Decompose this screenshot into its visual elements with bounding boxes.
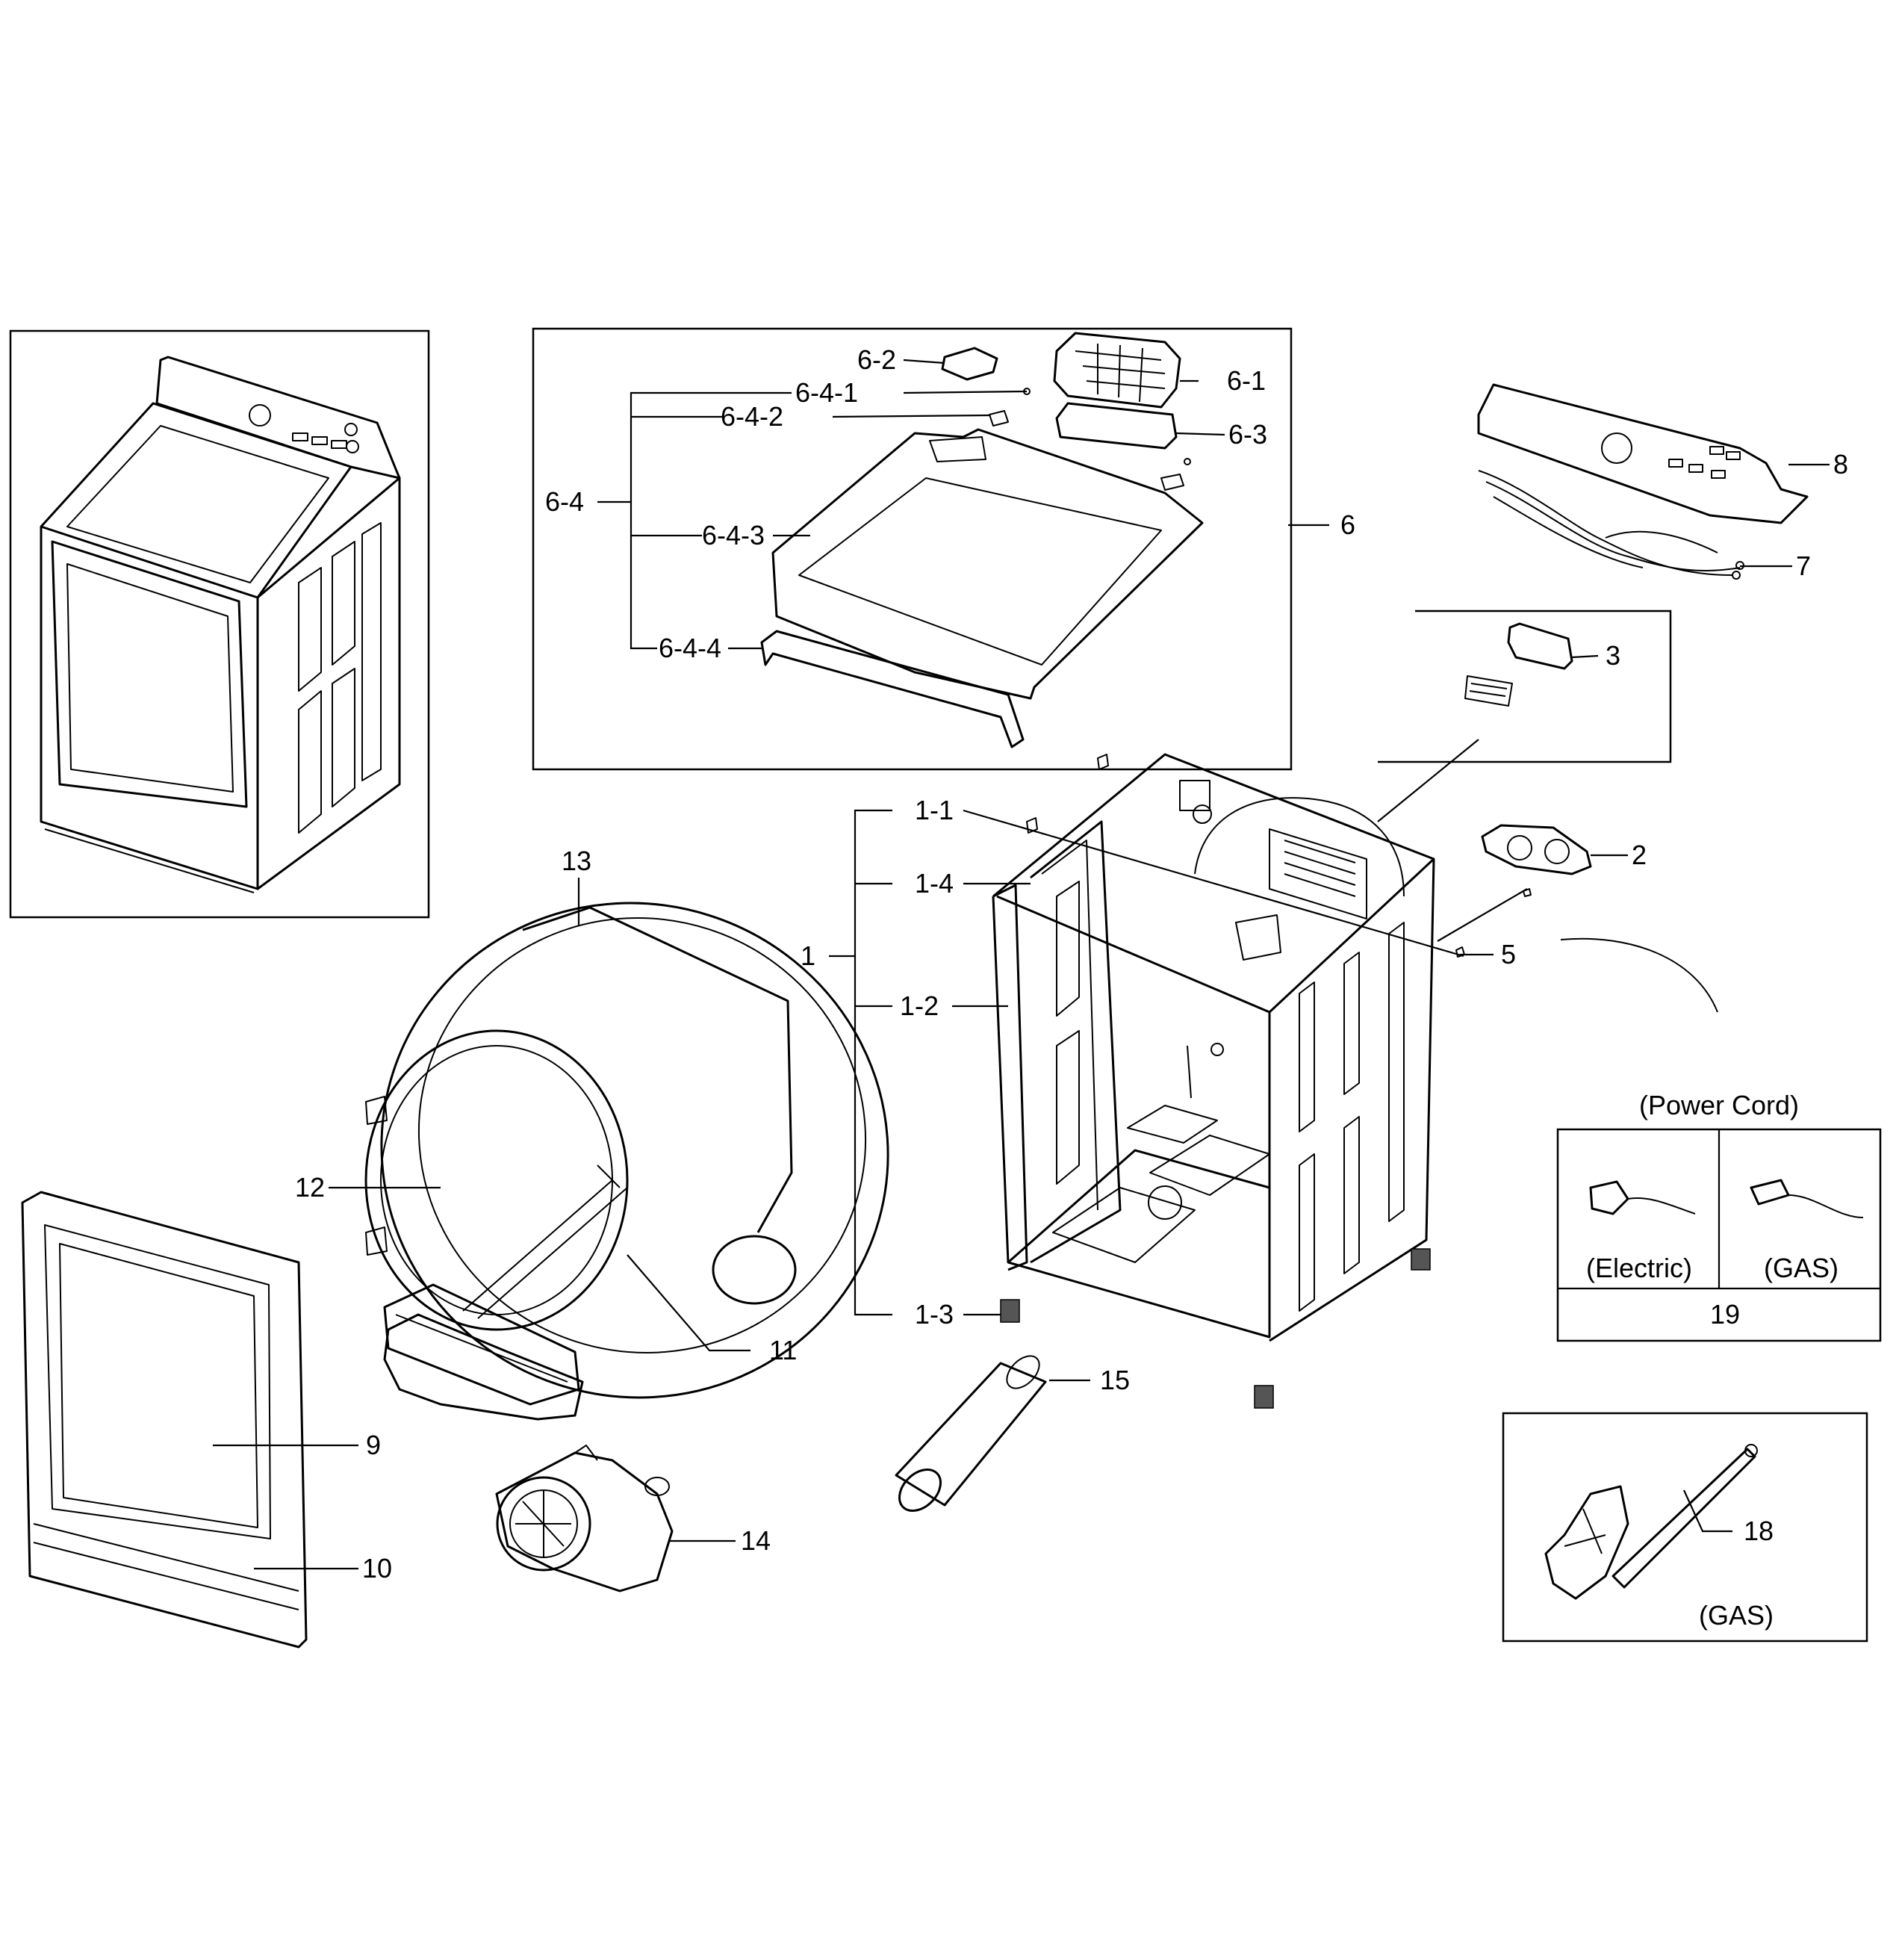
- label-13: 13: [562, 846, 591, 876]
- door-part-9-10: [21, 1191, 308, 1649]
- label-15: 15: [1100, 1365, 1130, 1395]
- label-1-4: 1-4: [915, 868, 954, 899]
- label-6-4-4: 6-4-4: [659, 633, 721, 663]
- label-2: 2: [1632, 840, 1647, 870]
- label-12: 12: [295, 1172, 325, 1203]
- blower-part-14: [495, 1445, 674, 1592]
- label-1-1: 1-1: [915, 795, 954, 825]
- exhaust-duct-part-15: [895, 1355, 1047, 1512]
- label-14: 14: [741, 1525, 771, 1556]
- label-6-3: 6-3: [1228, 419, 1267, 450]
- label-19: 19: [1710, 1299, 1740, 1330]
- gas-valve-panel: [1502, 1412, 1868, 1643]
- label-1: 1: [801, 940, 815, 971]
- control-panel-part: [1477, 383, 1809, 524]
- duct-part-2: [1481, 824, 1592, 875]
- part-labels: 6-2 6-1 6-4-1 6-4-2 6-3 6-4 6-4-3 6 6-4-…: [295, 344, 1848, 1584]
- leader-lines: [213, 359, 1830, 1570]
- label-6-4-2: 6-4-2: [721, 401, 783, 432]
- captions: (Power Cord) (Electric) (GAS) (GAS): [1586, 1090, 1839, 1631]
- label-1-3: 1-3: [915, 1299, 954, 1330]
- label-9: 9: [366, 1430, 381, 1460]
- label-6-4-3: 6-4-3: [702, 520, 765, 551]
- power-cord-title: (Power Cord): [1639, 1090, 1799, 1120]
- reference-dryer-panel: [9, 329, 430, 919]
- label-8: 8: [1833, 449, 1848, 480]
- label-7: 7: [1796, 551, 1811, 581]
- drum-assembly: [364, 902, 889, 1421]
- label-10: 10: [362, 1553, 392, 1584]
- label-3: 3: [1606, 640, 1620, 671]
- label-6: 6: [1340, 509, 1355, 540]
- label-18: 18: [1744, 1516, 1774, 1546]
- label-6-1: 6-1: [1227, 365, 1266, 396]
- power-cord-panel: [1556, 1128, 1882, 1342]
- label-6-2: 6-2: [857, 344, 896, 375]
- label-6-4: 6-4: [545, 486, 584, 517]
- power-cord-gas-label: (GAS): [1764, 1253, 1839, 1283]
- label-1-2: 1-2: [900, 990, 939, 1021]
- part-3-panel: [1378, 610, 1672, 763]
- power-cord-electric-label: (Electric): [1586, 1253, 1692, 1283]
- wire-harness-part: [1478, 470, 1744, 580]
- label-6-4-1: 6-4-1: [795, 377, 858, 408]
- top-cover-assembly-panel: [532, 327, 1293, 771]
- label-11: 11: [769, 1335, 797, 1365]
- cabinet-part-1: [992, 753, 1435, 1409]
- label-5: 5: [1501, 939, 1516, 970]
- gas-valve-caption: (GAS): [1699, 1600, 1774, 1631]
